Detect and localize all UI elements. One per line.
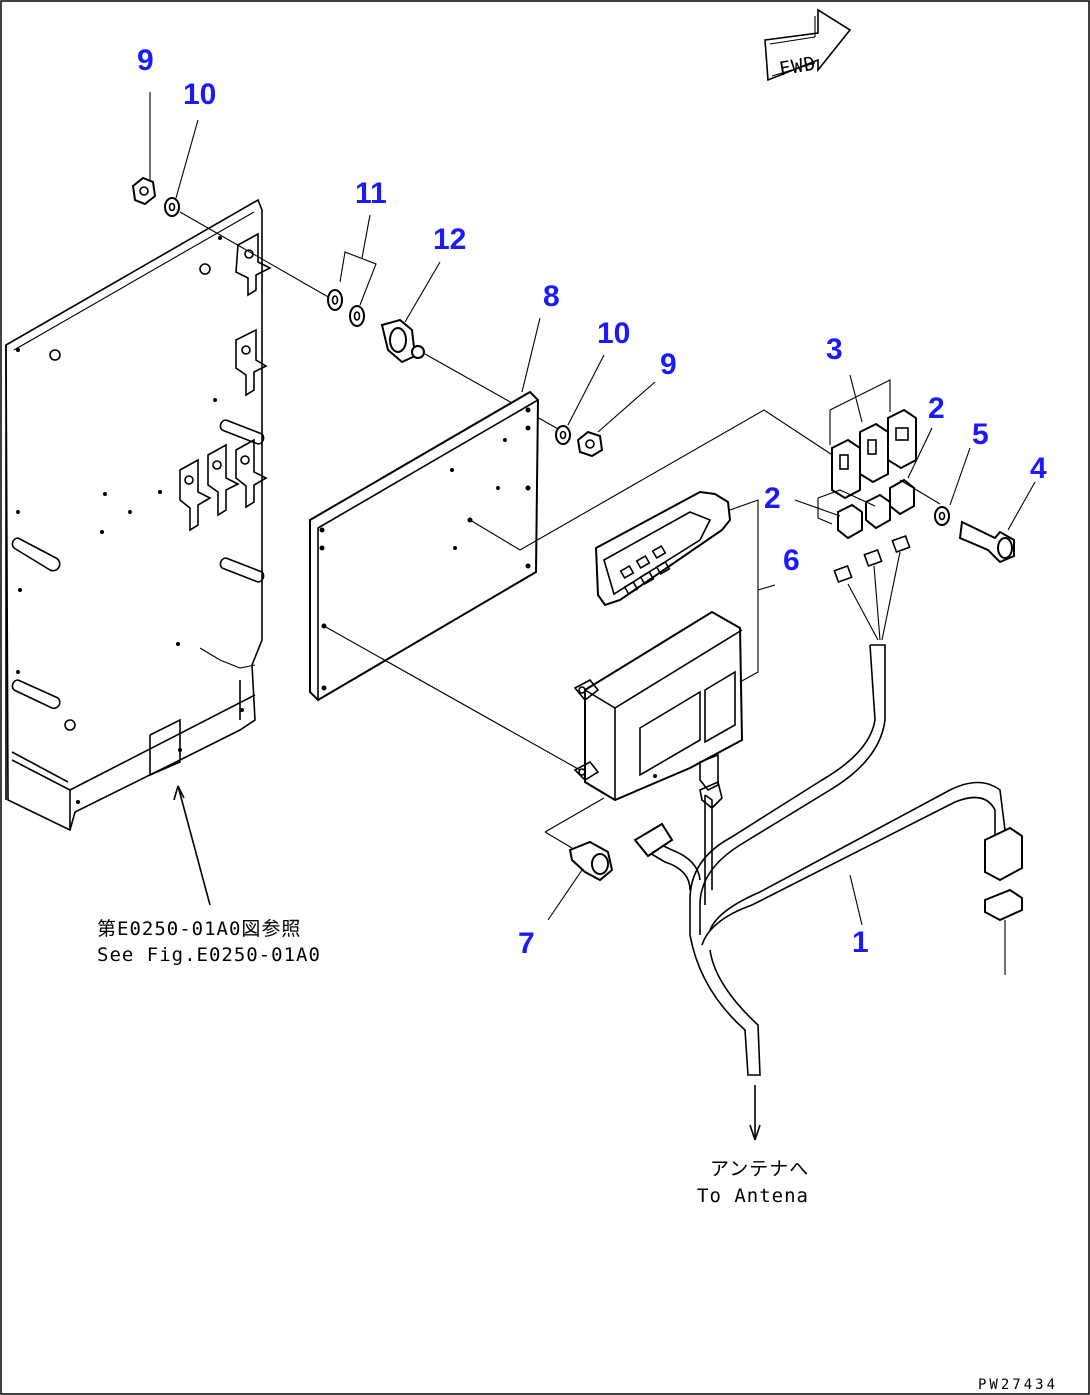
fwd-label: FWD	[777, 52, 818, 80]
antenna-note-jp: アンテナへ	[710, 1158, 809, 1180]
callout-7-bolt: 7	[518, 927, 535, 960]
nut-9-left	[131, 176, 157, 206]
leader-line	[323, 625, 581, 771]
callout-9-nut-right: 9	[660, 348, 677, 381]
callout-2-socket-lower: 2	[764, 482, 781, 515]
callout-leaders	[149, 92, 199, 199]
callouts: 9 10 11 12 8 10 9 3 2 5 4 2 6 7 1	[137, 44, 1047, 960]
controller-6	[573, 499, 776, 802]
mounting-plate-large	[5, 198, 272, 832]
relay-3	[829, 374, 917, 500]
callout-10-washer: 10	[183, 78, 216, 111]
nut-9-right	[576, 381, 656, 458]
fwd-arrow: FWD	[764, 8, 852, 82]
washer-10-right	[555, 354, 605, 445]
bolt-7	[544, 797, 614, 921]
washer-5	[934, 447, 971, 526]
callout-6-controller: 6	[783, 544, 800, 577]
callout-5-washer: 5	[972, 418, 989, 451]
washer-10-left	[164, 197, 180, 217]
callout-9-nut: 9	[137, 44, 154, 77]
remote-handset	[594, 490, 732, 607]
drawing-code: PW27434	[978, 1377, 1058, 1393]
callout-2-socket-upper: 2	[928, 392, 945, 425]
callout-1-harness: 1	[852, 926, 869, 959]
grommet-12	[380, 261, 441, 364]
bolt-4	[958, 481, 1036, 564]
washer-11	[327, 214, 377, 327]
callout-4-bolt: 4	[1030, 452, 1047, 485]
antenna-note: アンテナへ To Antena	[697, 1158, 809, 1207]
reference-arrow	[173, 785, 211, 906]
reference-note-en: See Fig.E0250-01A0	[97, 944, 321, 966]
plate-8	[309, 317, 541, 702]
reference-note: 第E0250-01A0図参照 See Fig.E0250-01A0	[97, 918, 321, 966]
callout-10-washer-right: 10	[597, 317, 630, 350]
callout-8-plate: 8	[543, 280, 560, 313]
relay-socket-2	[794, 427, 941, 540]
callout-3-relay: 3	[826, 333, 843, 366]
antenna-note-en: To Antena	[697, 1185, 809, 1207]
wire-harness-1	[633, 534, 1023, 1141]
reference-note-jp: 第E0250-01A0図参照	[97, 918, 301, 940]
callout-11-washer: 11	[355, 177, 387, 210]
callout-12-grommet: 12	[433, 223, 466, 256]
leader-line	[179, 211, 331, 299]
leader-line	[469, 409, 841, 551]
